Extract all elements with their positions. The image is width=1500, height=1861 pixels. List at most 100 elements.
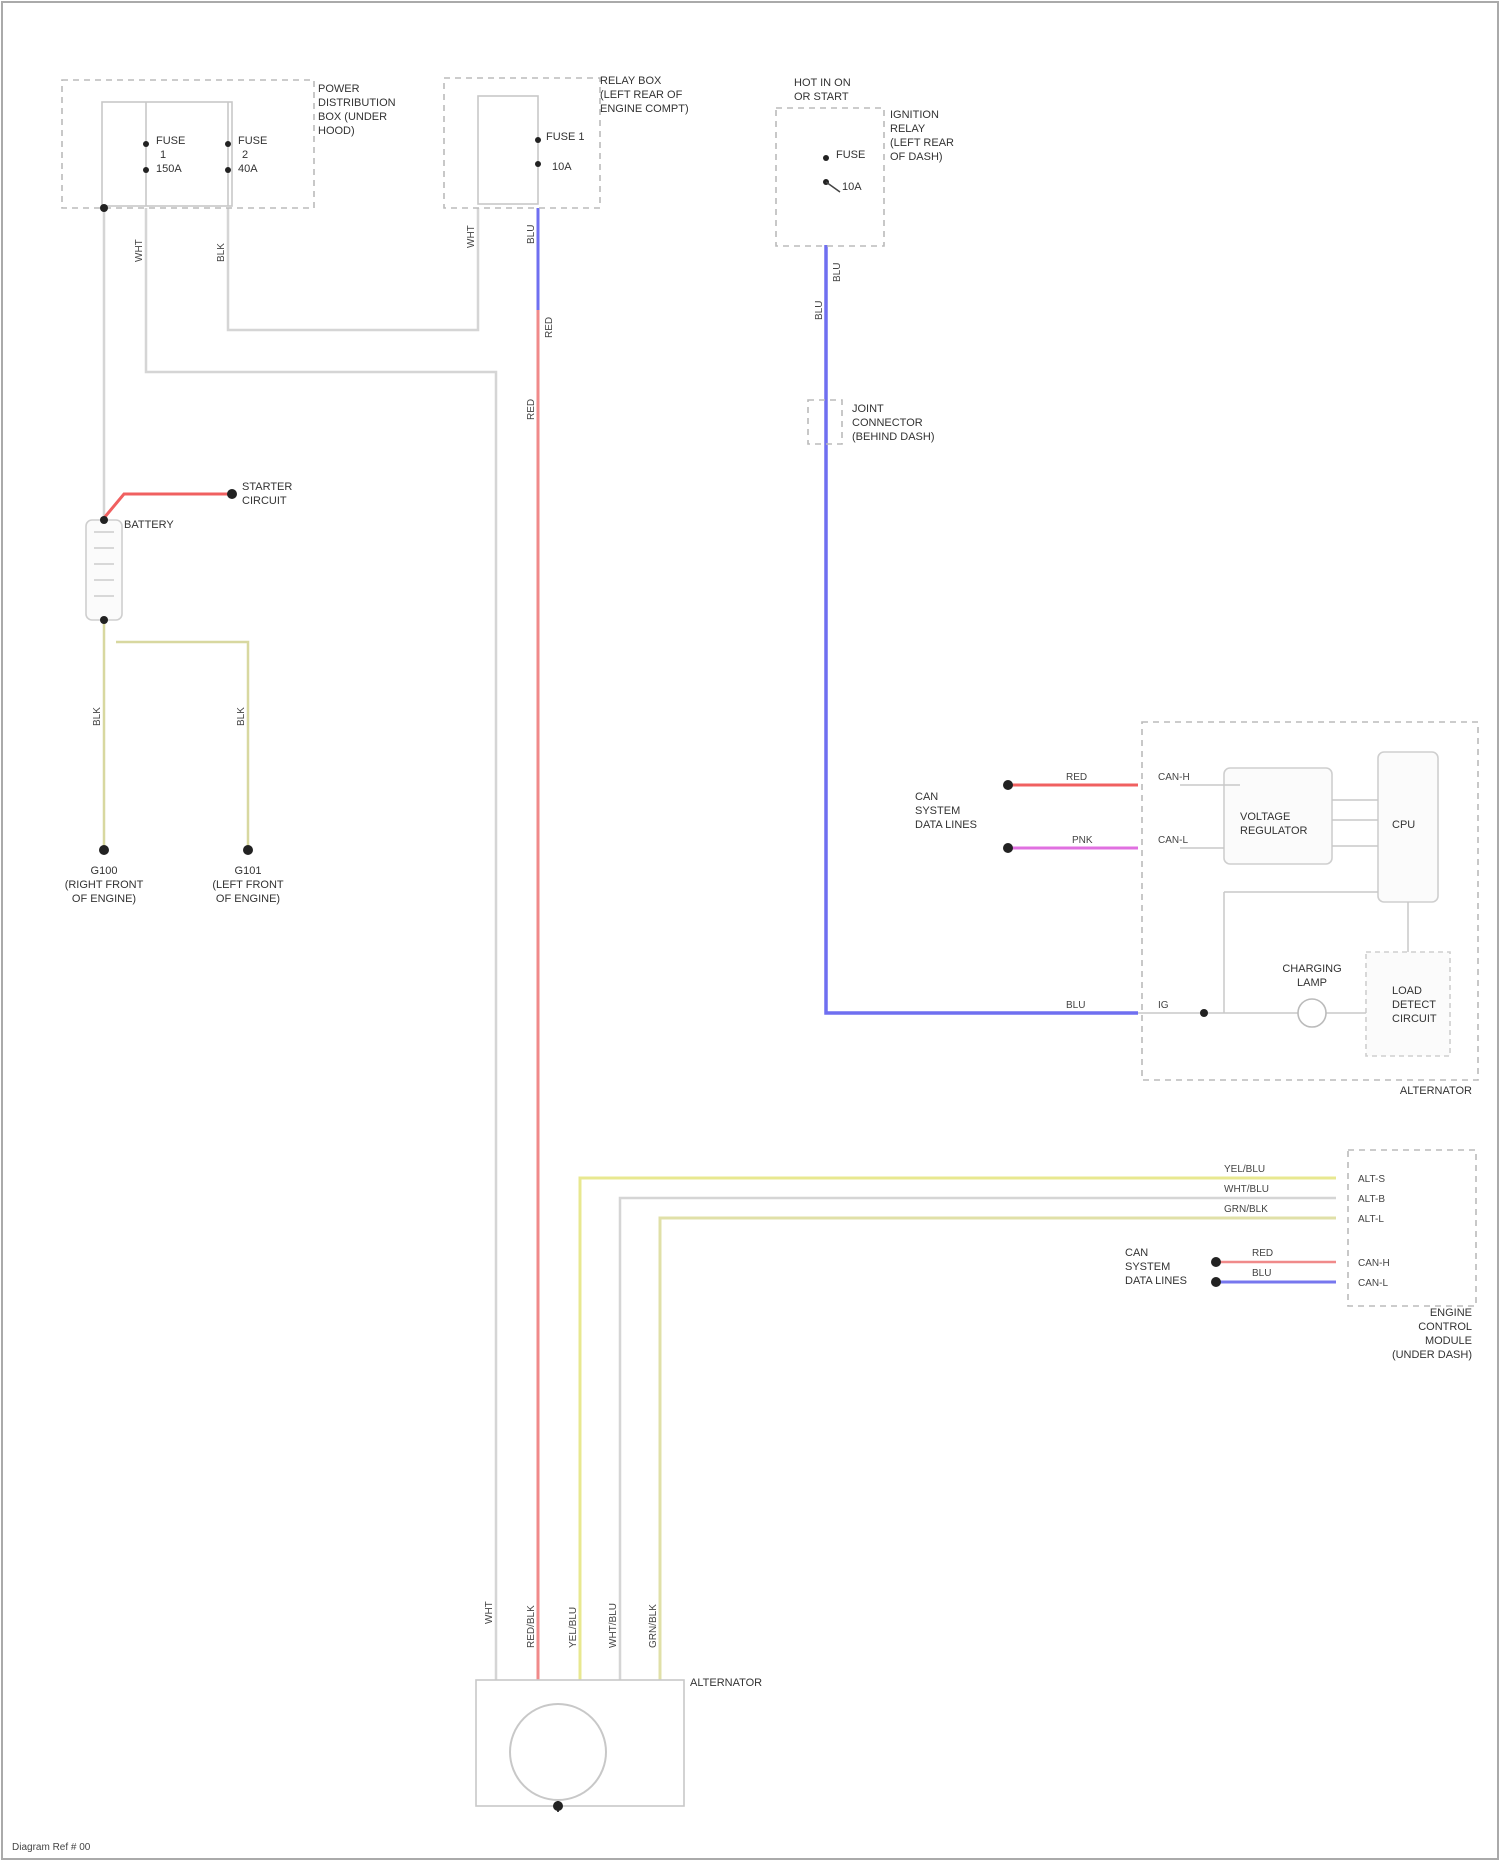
- wl-8: RED: [526, 399, 537, 420]
- ground2-loc-1: (LEFT FRONT: [212, 879, 284, 891]
- voltage-reg-label-1: VOLTAGE: [1240, 811, 1290, 823]
- pdb-fuse-area: [102, 102, 232, 206]
- alt-pin-ig: IG: [1158, 1000, 1169, 1011]
- ground1-id: G100: [91, 865, 118, 877]
- ignition-rating: 10A: [842, 181, 862, 193]
- ground1-loc-2: OF ENGINE): [72, 893, 136, 905]
- wl-22: WHT/BLU: [608, 1603, 619, 1648]
- wire-alt-l: [660, 1218, 1336, 1680]
- relay-title-2: (LEFT REAR OF: [600, 89, 683, 101]
- ground2-id: G101: [235, 865, 262, 877]
- pdb-outline: [62, 80, 314, 208]
- wl-2: BLK: [216, 243, 227, 262]
- fuse1-number: 1: [160, 149, 166, 161]
- wl-5: RED: [544, 317, 555, 338]
- charging-lamp-icon: [1298, 999, 1326, 1027]
- load-detect-3: CIRCUIT: [1392, 1013, 1437, 1025]
- alt-can-text-3: DATA LINES: [915, 819, 977, 831]
- wl-23: GRN/BLK: [648, 1604, 659, 1648]
- engine-control-module: CAN SYSTEM DATA LINES ALT-S ALT-B ALT-L …: [1125, 1150, 1476, 1361]
- ignition-label-2: RELAY: [890, 123, 926, 135]
- charging-lamp-2: LAMP: [1297, 977, 1327, 989]
- ecm-can-text-2: SYSTEM: [1125, 1261, 1170, 1273]
- cpu-label: CPU: [1392, 819, 1415, 831]
- wl-9: BLK: [92, 707, 103, 726]
- fuse1-rating: 150A: [156, 163, 182, 175]
- starter-text-2: CIRCUIT: [242, 495, 287, 507]
- alt-pin-can-h: CAN-H: [1158, 772, 1190, 783]
- ecm-can-text-3: DATA LINES: [1125, 1275, 1187, 1287]
- ignition-label-1: IGNITION: [890, 109, 939, 121]
- alt-can-text-1: CAN: [915, 791, 938, 803]
- ignition-hot-2: OR START: [794, 91, 849, 103]
- wl-21: YEL/BLU: [568, 1607, 579, 1648]
- pdb-title-3: BOX (UNDER: [318, 111, 387, 123]
- ecm-title-3: MODULE: [1425, 1335, 1472, 1347]
- fuse2-label: FUSE: [238, 135, 267, 147]
- alternator-module: CAN SYSTEM DATA LINES VOLTAGE REGULATOR …: [915, 722, 1478, 1097]
- wire-battery-starter: [104, 494, 230, 518]
- ecm-title-4: (UNDER DASH): [1392, 1349, 1472, 1361]
- wl-18: BLU: [1252, 1268, 1271, 1279]
- wl-1: WHT: [134, 239, 145, 262]
- alt-module-title: ALTERNATOR: [1400, 1085, 1472, 1097]
- alternator-title: ALTERNATOR: [690, 1677, 762, 1689]
- wl-16: GRN/BLK: [1224, 1204, 1268, 1215]
- joint-label-3: (BEHIND DASH): [852, 431, 935, 443]
- wl-15: WHT/BLU: [1224, 1184, 1269, 1195]
- battery: BATTERY STARTER CIRCUIT G100 (RIGHT FRON…: [65, 481, 293, 905]
- ecm-title-1: ENGINE: [1430, 1307, 1472, 1319]
- ignition-label-4: OF DASH): [890, 151, 943, 163]
- relay-fuse-area: [478, 96, 538, 204]
- wire-labels: WHT BLK WHT BLU RED BLU BLU RED BLK BLK …: [92, 225, 1273, 1648]
- fuse2-rating: 40A: [238, 163, 258, 175]
- starter-text-1: STARTER: [242, 481, 292, 493]
- battery-body: [86, 520, 122, 620]
- ecm-pin-can-l: CAN-L: [1358, 1278, 1388, 1289]
- relay-box: RELAY BOX (LEFT REAR OF ENGINE COMPT) FU…: [444, 75, 689, 208]
- pdb-title-2: DISTRIBUTION: [318, 97, 396, 109]
- ecm-pin-alt-b: ALT-B: [1358, 1194, 1385, 1205]
- alternator-bottom: ALTERNATOR: [476, 1677, 762, 1811]
- wl-7: BLU: [814, 301, 825, 320]
- relay-title-1: RELAY BOX: [600, 75, 662, 87]
- load-detect-1: LOAD: [1392, 985, 1422, 997]
- ignition-outline: [776, 108, 884, 246]
- voltage-reg-label-2: REGULATOR: [1240, 825, 1307, 837]
- ecm-pin-alt-s: ALT-S: [1358, 1174, 1385, 1185]
- ignition-label-3: (LEFT REAR: [890, 137, 954, 149]
- ignition-hot-1: HOT IN ON: [794, 77, 851, 89]
- load-detect-2: DETECT: [1392, 999, 1436, 1011]
- relay-fuse-rating: 10A: [552, 161, 572, 173]
- relay-box-outline: [444, 78, 600, 208]
- wl-20: RED/BLK: [526, 1605, 537, 1648]
- wire-ground-2: [116, 642, 248, 848]
- fuse2-number: 2: [242, 149, 248, 161]
- joint-label-2: CONNECTOR: [852, 417, 923, 429]
- relay-title-3: ENGINE COMPT): [600, 103, 689, 115]
- charging-lamp-1: CHARGING: [1282, 963, 1341, 975]
- wl-11: RED: [1066, 772, 1087, 783]
- relay-fuse-label: FUSE 1: [546, 131, 585, 143]
- ecm-pin-can-h: CAN-H: [1358, 1258, 1390, 1269]
- wl-14: YEL/BLU: [1224, 1164, 1265, 1175]
- wires: [104, 208, 1336, 1812]
- wl-10: BLK: [236, 707, 247, 726]
- wl-19: WHT: [484, 1601, 495, 1624]
- alternator-symbol: [510, 1704, 606, 1800]
- ecm-can-text-1: CAN: [1125, 1247, 1148, 1259]
- footer-ref: Diagram Ref # 00: [12, 1842, 91, 1853]
- wire-fuse1-to-alternator: [146, 208, 496, 1680]
- ecm-pin-alt-l: ALT-L: [1358, 1214, 1384, 1225]
- joint-label-1: JOINT: [852, 403, 884, 415]
- battery-label: BATTERY: [124, 519, 174, 531]
- wl-13: BLU: [1066, 1000, 1085, 1011]
- ground2-loc-2: OF ENGINE): [216, 893, 280, 905]
- alt-can-text-2: SYSTEM: [915, 805, 960, 817]
- ignition-fuse: FUSE: [836, 149, 865, 161]
- ground1-loc-1: (RIGHT FRONT: [65, 879, 144, 891]
- ignition-switch: HOT IN ON OR START IGNITION RELAY (LEFT …: [776, 77, 954, 246]
- wl-12: PNK: [1072, 835, 1093, 846]
